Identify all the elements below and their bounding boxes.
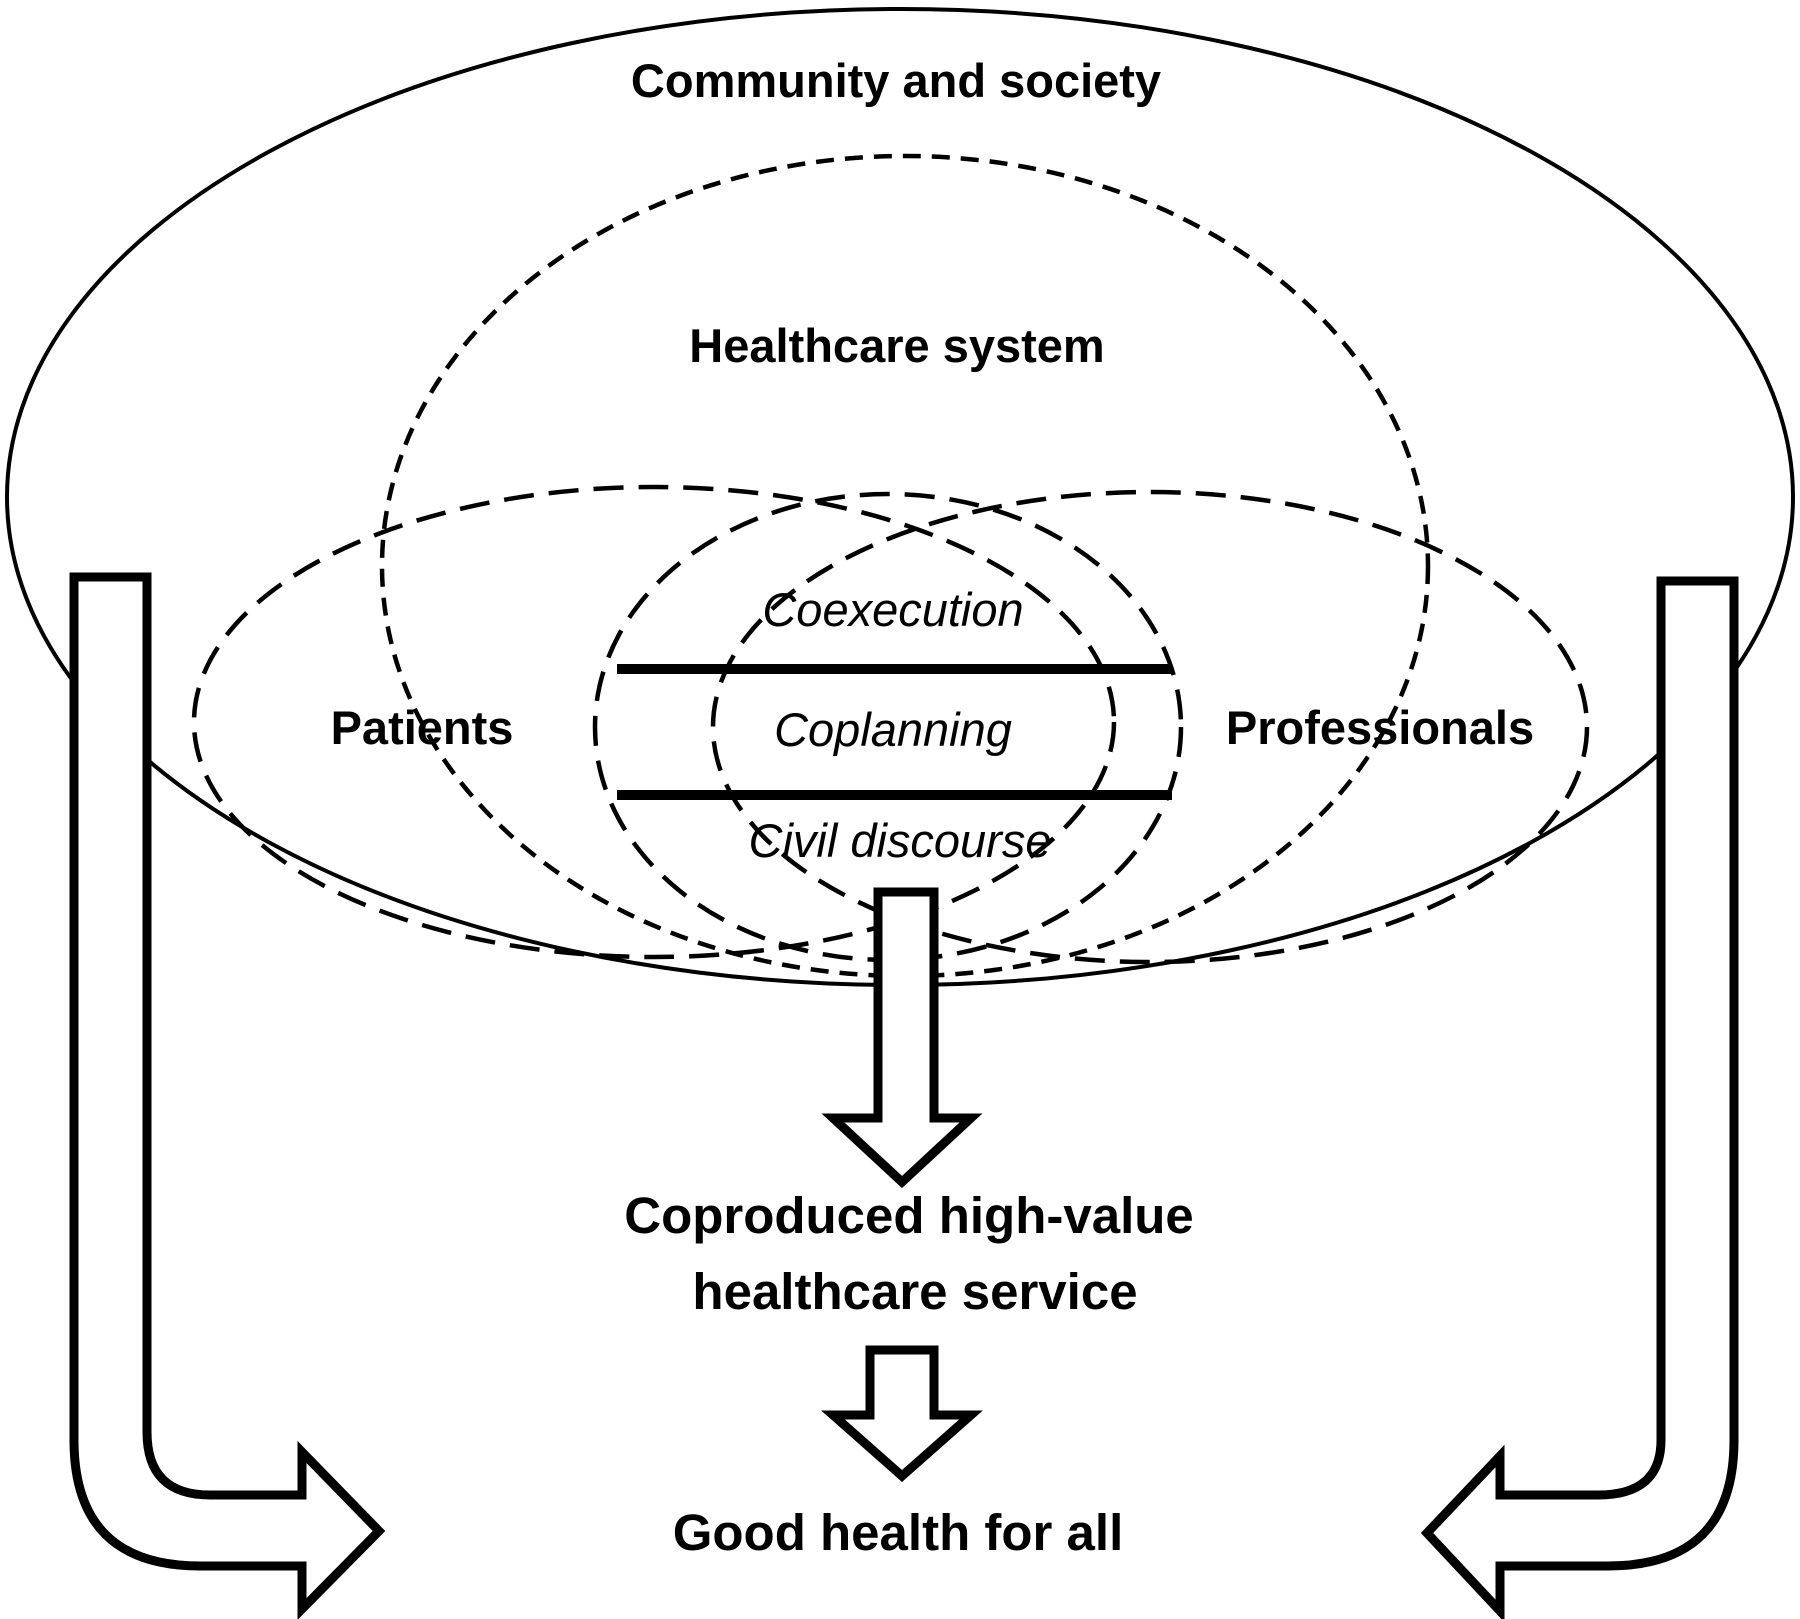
coplanning-label: Coplanning [774,703,1012,756]
left-feedback-arrow [69,572,386,1619]
coexecution-label: Coexecution [762,583,1023,636]
civil-discourse-label: Civil discourse [749,814,1052,867]
right-feedback-arrow [1420,576,1739,1619]
patients-label: Patients [331,701,514,754]
center-down-arrow-2 [821,1345,983,1483]
professionals-label: Professionals [1226,701,1534,754]
healthcare-system-label: Healthcare system [689,319,1104,372]
community-label: Community and society [631,54,1161,107]
goal-label: Good health for all [673,1504,1124,1561]
professionals-ellipse [710,489,1590,965]
outcome-label-line2: healthcare service [692,1263,1137,1320]
center-down-arrow-1 [821,887,983,1189]
outcome-label-line1: Coproduced high-value [624,1187,1194,1244]
patients-ellipse [191,484,1117,960]
